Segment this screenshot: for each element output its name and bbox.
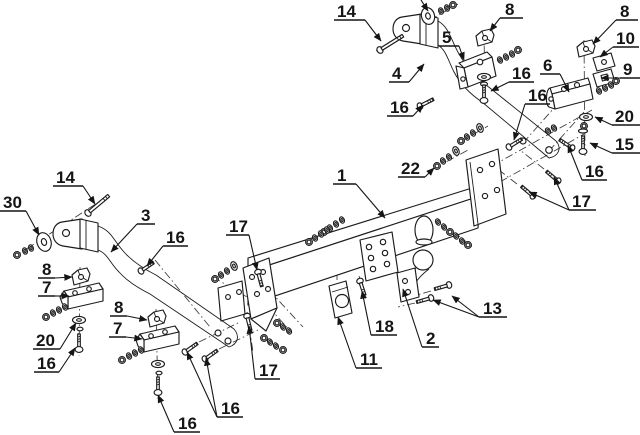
bracket-5-assembly <box>455 28 522 104</box>
part-label-16-a: 16 <box>490 64 534 92</box>
part-label-16-bottom2: 16 <box>186 351 243 418</box>
side-arm-left-part-3 <box>52 218 238 348</box>
bolts-13 <box>415 280 454 306</box>
part-label-14-left: 14 <box>53 168 96 205</box>
bolt-14-top <box>375 32 406 56</box>
washer-stacks-left-bracket <box>211 261 294 354</box>
part-label-7-left1: 7 <box>38 278 70 300</box>
bracket-7-assembly-2 <box>118 309 180 396</box>
part-number-text: 16 <box>528 86 547 105</box>
part-label-16-b: 16 <box>387 98 424 117</box>
part-number-text: 14 <box>56 168 75 187</box>
part-label-cut-leader-top <box>420 0 429 12</box>
part-number-text: 18 <box>375 317 394 336</box>
part-number-text: 20 <box>615 107 634 126</box>
part-number-text: 6 <box>543 56 552 75</box>
part-label-1: 1 <box>333 166 386 219</box>
part-number-text: 8 <box>620 2 629 21</box>
part-number-text: 16 <box>390 98 409 117</box>
part-number-text: 7 <box>42 278 51 297</box>
part-label-16-c: 16 <box>512 86 550 141</box>
part-number-text: 11 <box>360 350 378 369</box>
part-number-text: 16 <box>221 399 240 418</box>
part-number-text: 3 <box>141 206 150 225</box>
part-label-8-left2: 8 <box>110 298 148 322</box>
part-label-11: 11 <box>337 316 382 369</box>
part-number-text: 17 <box>259 361 278 380</box>
part-number-text: 4 <box>392 64 402 83</box>
part-number-text: 10 <box>616 29 635 48</box>
part-label-5: 5 <box>439 28 465 61</box>
washer-30 <box>13 232 52 259</box>
part-label-4: 4 <box>389 63 425 83</box>
part-number-text: 20 <box>36 331 55 350</box>
part-number-text: 1 <box>337 166 346 185</box>
part-label-7-left2: 7 <box>109 319 143 342</box>
part-label-15: 15 <box>589 135 640 154</box>
part-number-text: 9 <box>623 60 632 79</box>
part-label-2: 2 <box>402 288 439 348</box>
part-number-text: 17 <box>229 217 248 236</box>
part-label-17-bottomcenter: 17 <box>246 325 280 380</box>
part-label-3: 3 <box>110 206 155 253</box>
part-number-text: 16 <box>178 414 197 433</box>
part-label-20-left: 20 <box>33 322 77 350</box>
part-number-text: 7 <box>113 319 122 338</box>
part-label-16-d: 16 <box>567 144 607 181</box>
washer-stacks-crossbar <box>305 123 484 249</box>
part-label-22: 22 <box>398 159 435 178</box>
part-label-17-right: 17 <box>528 176 596 211</box>
part-number-text: 16 <box>585 162 604 181</box>
part-label-13: 13 <box>432 295 507 318</box>
part-number-text: 16 <box>512 64 531 83</box>
part-number-text: 16 <box>37 354 56 373</box>
part-label-16-arm3: 16 <box>146 228 188 267</box>
part-label-10: 10 <box>599 29 639 58</box>
bracket-6-assembly <box>545 39 620 155</box>
part-label-16-bottom1: 16 <box>157 394 200 433</box>
part-label-9: 9 <box>600 60 640 82</box>
part-number-text: 5 <box>442 28 451 47</box>
part-number-text: 15 <box>615 135 634 154</box>
ball-mount-plate <box>359 231 399 282</box>
bolt-14-left <box>82 192 112 219</box>
part-label-30: 30 <box>0 193 40 236</box>
part-label-14-top: 14 <box>334 2 382 42</box>
part-number-text: 22 <box>401 159 420 178</box>
part-number-text: 17 <box>572 192 591 211</box>
part-label-16-left: 16 <box>34 347 76 373</box>
part-label-8-top: 8 <box>489 0 523 32</box>
part-label-17-topcenter: 17 <box>226 217 259 271</box>
part-label-6: 6 <box>540 56 570 93</box>
part-number-text: 8 <box>505 0 514 19</box>
part-label-8-right: 8 <box>592 2 638 45</box>
bracket-7-assembly-1 <box>42 267 104 353</box>
crossbar-end-bracket-right <box>465 148 507 227</box>
part-number-text: 13 <box>483 299 502 318</box>
part-number-text: 30 <box>3 193 22 212</box>
part-number-text: 8 <box>42 260 51 279</box>
part-label-18: 18 <box>360 290 397 336</box>
part-label-8-left1: 8 <box>38 260 73 281</box>
part-number-text: 14 <box>337 2 356 21</box>
part-number-text: 2 <box>426 329 435 348</box>
part-label-20-right: 20 <box>594 107 640 126</box>
part-number-text: 8 <box>114 298 123 317</box>
part-number-text: 16 <box>166 228 185 247</box>
socket-plate-11 <box>328 280 353 319</box>
